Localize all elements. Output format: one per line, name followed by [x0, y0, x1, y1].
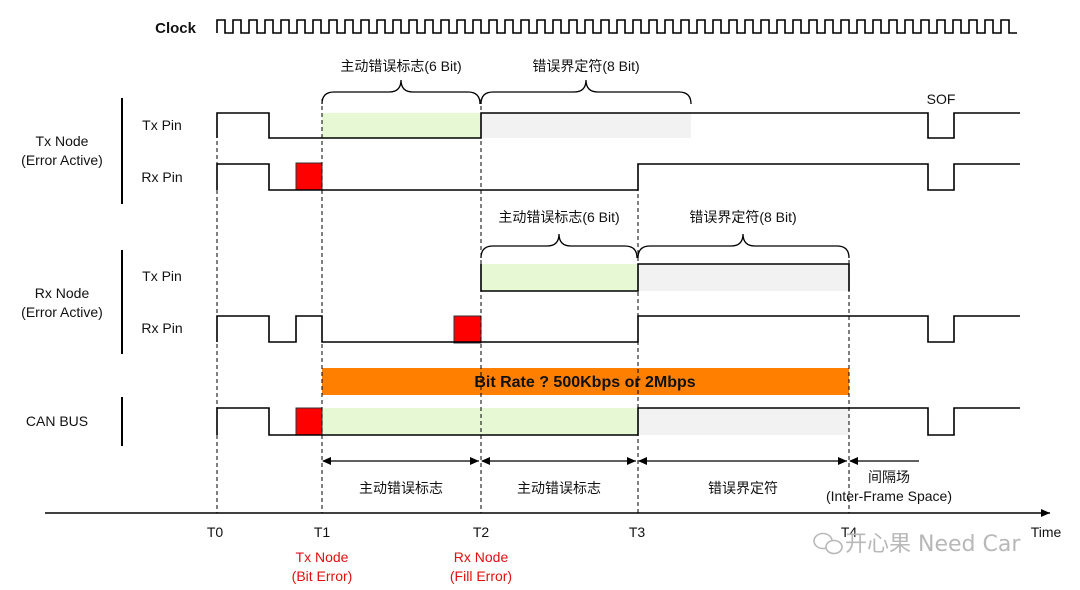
rx-active-flag-label: 主动错误标志(6 Bit) [498, 209, 619, 225]
rx-node-rx-pin-waveform [216, 315, 1020, 343]
can-bus-error-flag-fill [322, 408, 637, 435]
tx-node-tx-pin-waveform [216, 112, 1020, 139]
tx-active-flag-brace [321, 79, 481, 105]
tx-delimiter-label: 错误界定符(8 Bit) [532, 58, 639, 74]
rx-delimiter-brace [637, 233, 850, 259]
can-bus-label: CAN BUS [26, 413, 88, 429]
tx-delimiter-brace [480, 79, 692, 105]
rx-active-flag-brace [480, 233, 638, 259]
tx-node-rx-pin-label: Rx Pin [141, 169, 182, 185]
ifs-label-cn: 间隔场 [868, 469, 910, 485]
tx-active-flag-label: 主动错误标志(6 Bit) [340, 58, 461, 74]
rx-delimiter-label: 错误界定符(8 Bit) [689, 209, 796, 225]
tick-t4: T4 [841, 524, 858, 540]
tx-node-bit-error-marker [295, 162, 323, 191]
rx-node-rx-pin-label: Rx Pin [141, 320, 182, 336]
can-bus-error-marker [295, 407, 323, 436]
can-bus-waveform [216, 407, 1020, 436]
tick-t2: T2 [473, 524, 490, 540]
span-label-t1-t2: 主动错误标志 [359, 480, 443, 496]
ifs-label-en: (Inter-Frame Space) [826, 488, 952, 504]
span-label-t3-t4: 错误界定符 [708, 480, 778, 496]
rx-node-tx-pin-label: Tx Pin [142, 268, 182, 284]
sof-label: SOF [927, 91, 956, 107]
tx-node-error-delimiter-fill [481, 113, 691, 138]
clock-waveform [216, 19, 1017, 34]
span-label-t2-t3: 主动错误标志 [517, 480, 601, 496]
tx-node-state-label: (Error Active) [21, 152, 103, 168]
tick-t1: T1 [314, 524, 331, 540]
rx-node-fill-error-marker [453, 315, 482, 344]
wechat-icon [813, 532, 843, 555]
tx-node-label: Tx Node [36, 133, 89, 149]
t1-event-label: Tx Node [296, 549, 349, 565]
rx-node-active-error-flag-fill [481, 264, 637, 291]
rx-node-error-delimiter-fill [638, 264, 849, 291]
bit-rate-banner [322, 368, 849, 395]
watermark: 开心果 Need Car [813, 532, 1021, 557]
time-axis-label: Time [1031, 524, 1062, 540]
clock-label: Clock [155, 20, 197, 37]
t1-event-detail: (Bit Error) [292, 568, 353, 584]
tx-node-active-error-flag-fill [322, 113, 480, 138]
time-marker-lines [216, 99, 850, 513]
tick-t3: T3 [629, 524, 646, 540]
tx-node-tx-pin-label: Tx Pin [142, 117, 182, 133]
rx-node-label: Rx Node [35, 285, 90, 301]
watermark-text: 开心果 Need Car [845, 532, 1021, 557]
rx-node-state-label: (Error Active) [21, 304, 103, 320]
t2-event-label: Rx Node [454, 549, 509, 565]
tx-node-rx-pin-waveform [216, 163, 1020, 191]
bit-rate-banner-text: Bit Rate ? 500Kbps or 2Mbps [474, 374, 695, 391]
rx-node-tx-pin-waveform [480, 263, 850, 292]
can-bus-delimiter-fill [638, 408, 849, 435]
t2-event-detail: (Fill Error) [450, 568, 512, 584]
tick-t0: T0 [207, 524, 224, 540]
